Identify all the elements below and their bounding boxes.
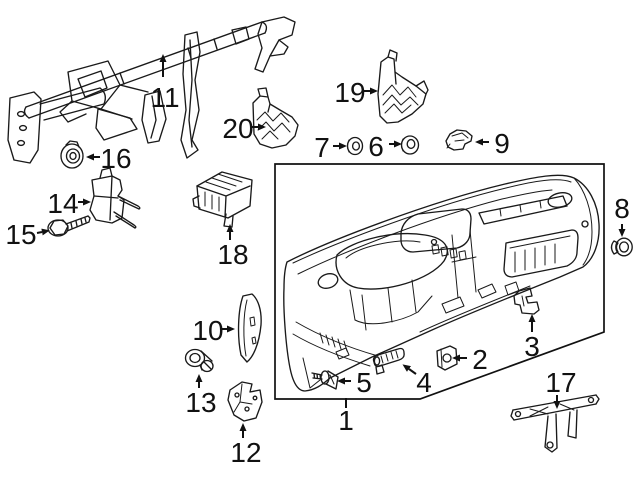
part-number-label[interactable]: 15 bbox=[5, 219, 36, 250]
part-number-label[interactable]: 10 bbox=[192, 315, 223, 346]
part-14-drawing-bracket bbox=[89, 167, 141, 229]
part-number-label[interactable]: 3 bbox=[524, 331, 540, 362]
callout-13[interactable]: 13 bbox=[185, 374, 217, 418]
part-19-drawing-duct bbox=[377, 49, 429, 124]
part-number-label[interactable]: 18 bbox=[217, 239, 248, 270]
part-10-drawing-trim bbox=[237, 293, 262, 363]
part-6-drawing-grommet bbox=[400, 135, 420, 155]
part-1-frame-box bbox=[274, 163, 605, 400]
part-13-drawing-rivet bbox=[184, 348, 214, 373]
part-number-label[interactable]: 13 bbox=[185, 387, 216, 418]
part-5-drawing-pin bbox=[311, 370, 339, 390]
callout-5[interactable]: 5 bbox=[337, 367, 372, 398]
part-7-drawing-grommet bbox=[346, 136, 364, 156]
callout-19[interactable]: 19 bbox=[334, 77, 378, 108]
part-20-drawing-duct bbox=[252, 87, 299, 149]
part-2-drawing-clip bbox=[436, 345, 458, 371]
callout-15[interactable]: 15 bbox=[5, 219, 50, 250]
part-number-label[interactable]: 1 bbox=[338, 405, 354, 436]
part-number-label[interactable]: 7 bbox=[314, 132, 330, 163]
part-number-label[interactable]: 2 bbox=[472, 344, 488, 375]
part-number-label[interactable]: 6 bbox=[368, 131, 384, 162]
part-1-drawing-instrument-panel bbox=[283, 174, 600, 392]
callout-10[interactable]: 10 bbox=[192, 315, 235, 346]
callout-18[interactable]: 18 bbox=[217, 224, 249, 270]
part-number-label[interactable]: 20 bbox=[222, 113, 253, 144]
part-number-label[interactable]: 19 bbox=[334, 77, 365, 108]
part-11-drawing-reinforcement-bar bbox=[7, 16, 296, 164]
callout-6[interactable]: 6 bbox=[368, 131, 402, 162]
part-9-drawing-clip bbox=[445, 129, 473, 151]
part-number-label[interactable]: 8 bbox=[614, 193, 630, 224]
part-number-label[interactable]: 11 bbox=[150, 82, 179, 113]
part-number-label[interactable]: 4 bbox=[416, 367, 432, 398]
callout-17[interactable]: 17 bbox=[545, 367, 577, 409]
callout-11[interactable]: 11 bbox=[150, 54, 180, 113]
callout-8[interactable]: 8 bbox=[614, 193, 630, 237]
callout-20[interactable]: 20 bbox=[222, 113, 266, 144]
part-16-drawing-grommet bbox=[60, 140, 84, 169]
part-number-label[interactable]: 5 bbox=[356, 367, 372, 398]
callout-14[interactable]: 14 bbox=[47, 188, 91, 219]
callout-2[interactable]: 2 bbox=[452, 344, 488, 375]
callout-4[interactable]: 4 bbox=[402, 364, 432, 398]
part-12-drawing-bracket bbox=[227, 381, 263, 422]
part-number-label[interactable]: 17 bbox=[545, 367, 576, 398]
leader-arrow bbox=[402, 364, 417, 375]
part-number-label[interactable]: 9 bbox=[494, 128, 510, 159]
part-3-drawing-bracket bbox=[513, 287, 540, 315]
part-number-label[interactable]: 16 bbox=[100, 143, 131, 174]
part-15-drawing-bolt bbox=[47, 215, 91, 237]
callout-9[interactable]: 9 bbox=[475, 128, 510, 159]
part-8-drawing-grommet bbox=[610, 237, 633, 257]
part-4-drawing-rail bbox=[372, 347, 405, 375]
part-number-label[interactable]: 14 bbox=[47, 188, 78, 219]
part-number-label[interactable]: 12 bbox=[230, 437, 261, 468]
part-18-drawing-module bbox=[192, 171, 253, 228]
callout-16[interactable]: 16 bbox=[86, 143, 132, 174]
callout-1[interactable]: 1 bbox=[338, 398, 354, 436]
part-17-drawing-bracket bbox=[510, 394, 600, 453]
callout-12[interactable]: 12 bbox=[230, 423, 262, 468]
callout-7[interactable]: 7 bbox=[314, 132, 347, 163]
leader-arrow bbox=[36, 228, 50, 236]
callout-3[interactable]: 3 bbox=[524, 314, 540, 362]
